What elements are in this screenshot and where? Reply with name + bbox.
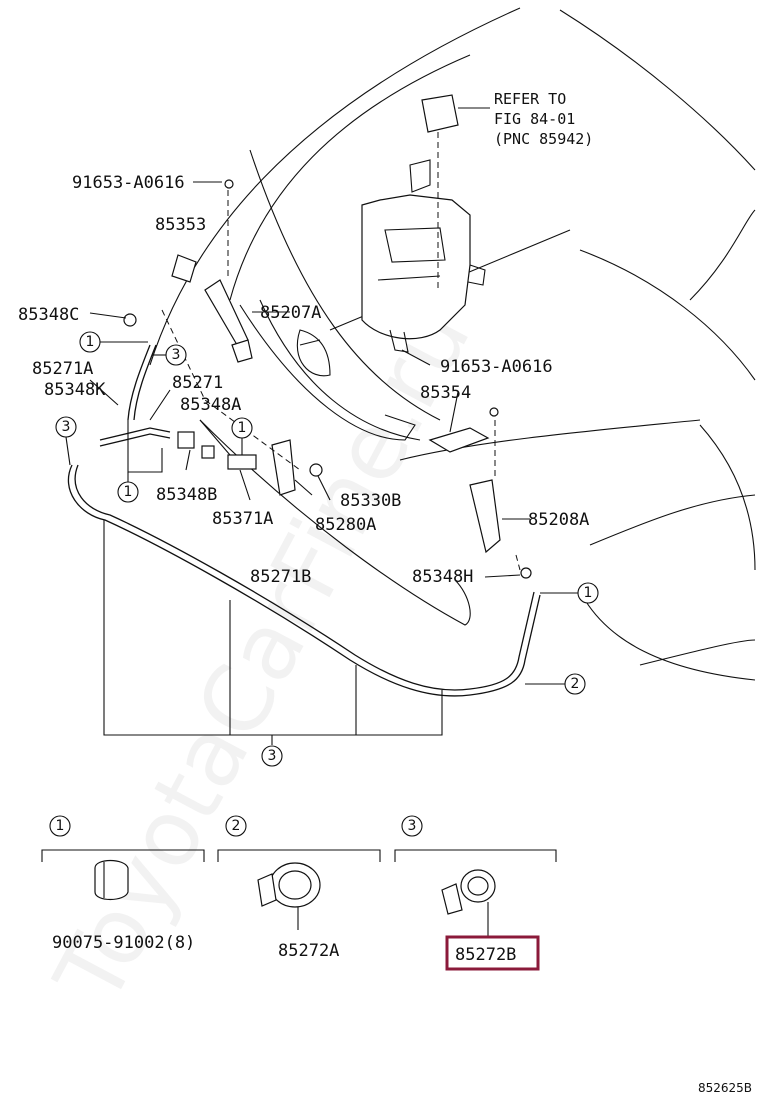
vehicle-body-outline <box>149 7 756 681</box>
refer-note: REFER TO FIG 84-01 (PNC 85942) <box>494 90 593 148</box>
legend-item-1: 1 90075-91002(8) <box>41 815 205 953</box>
refer-note-line-2: FIG 84-01 <box>494 110 575 128</box>
part-labels: 91653-A0616 85353 85348C 85207A 85271A 8… <box>18 173 589 587</box>
callout-3-a: 3 <box>165 344 187 366</box>
highlight-box-85272b <box>445 935 540 971</box>
legend-item-2: 2 85272A <box>217 815 381 961</box>
label-85348c: 85348C <box>18 305 79 325</box>
callout-2: 2 <box>564 673 586 695</box>
footer-code: 852625B <box>698 1081 752 1095</box>
svg-text:1: 1 <box>238 420 247 436</box>
clamp-legend: 1 90075-91002(8) 2 85272A 3 85272B <box>41 815 557 971</box>
washer-tank <box>361 94 486 353</box>
label-85371a: 85371A <box>212 509 273 529</box>
callouts: 1 3 3 1 1 1 2 3 <box>55 331 599 767</box>
svg-text:3: 3 <box>172 347 181 363</box>
svg-text:3: 3 <box>62 419 71 435</box>
svg-text:1: 1 <box>86 334 95 350</box>
label-85271: 85271 <box>172 373 223 393</box>
label-85271b: 85271B <box>250 567 311 587</box>
washer-pump <box>123 179 532 579</box>
callout-1-a: 1 <box>79 331 101 353</box>
label-85348h: 85348H <box>412 567 473 587</box>
label-85353: 85353 <box>155 215 206 235</box>
label-91653-a0616-top: 91653-A0616 <box>72 173 185 193</box>
washer-hoses <box>67 344 541 745</box>
label-85348b: 85348B <box>156 485 217 505</box>
label-85330b: 85330B <box>340 491 401 511</box>
legend-item-3: 3 85272B <box>394 815 557 971</box>
label-85271a: 85271A <box>32 359 93 379</box>
nozzle-assembly-left <box>171 190 253 363</box>
svg-text:3: 3 <box>408 818 417 834</box>
svg-text:1: 1 <box>56 818 65 834</box>
leader-lines <box>89 107 530 578</box>
svg-text:2: 2 <box>571 676 580 692</box>
callout-3-b: 3 <box>55 416 77 438</box>
legend-part-1: 90075-91002(8) <box>52 933 195 953</box>
label-85208a: 85208A <box>528 510 589 530</box>
refer-note-line-3: (PNC 85942) <box>494 130 593 148</box>
refer-note-line-1: REFER TO <box>494 90 566 108</box>
label-91653-a0616-right: 91653-A0616 <box>440 357 553 377</box>
legend-part-2: 85272A <box>278 941 339 961</box>
label-85280a: 85280A <box>315 515 376 535</box>
callout-1-c: 1 <box>117 481 139 503</box>
callout-1-d: 1 <box>577 582 599 604</box>
label-85348k: 85348K <box>44 380 106 400</box>
svg-text:2: 2 <box>232 818 241 834</box>
label-85348a: 85348A <box>180 395 241 415</box>
callout-1-b: 1 <box>231 417 253 439</box>
svg-text:3: 3 <box>268 748 277 764</box>
label-85354: 85354 <box>420 383 471 403</box>
legend-part-3: 85272B <box>455 945 516 965</box>
label-85207a: 85207A <box>260 303 321 323</box>
svg-text:1: 1 <box>124 484 133 500</box>
svg-text:1: 1 <box>584 585 593 601</box>
nozzle-assembly-right <box>428 410 501 554</box>
callout-3-c: 3 <box>261 745 283 767</box>
